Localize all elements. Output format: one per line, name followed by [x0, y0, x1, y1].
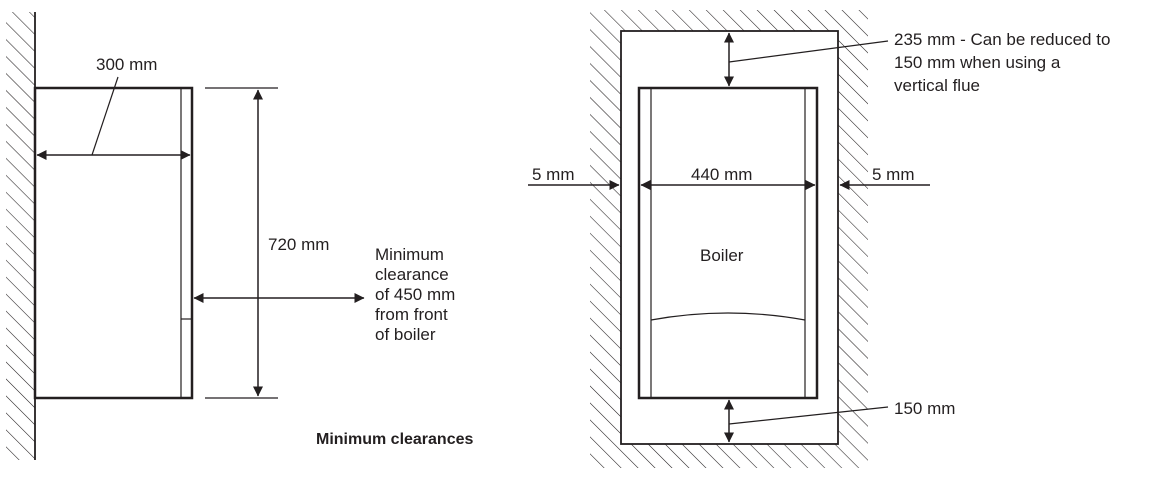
recess-outline: [620, 30, 839, 445]
diagram-caption: Minimum clearances: [316, 431, 474, 448]
top-clearance-line-3: vertical flue: [894, 76, 980, 95]
depth-leader: [91, 76, 119, 156]
height-label: 720 mm: [268, 235, 329, 254]
bottom-clearance-leader: [728, 406, 889, 425]
left-gap-label: 5 mm: [532, 165, 575, 184]
front-clearance-line-1: Minimum: [375, 245, 444, 264]
bottom-clearance-label: 150 mm: [894, 399, 955, 418]
front-clearance-line-4: from front: [375, 305, 448, 324]
front-clearance-line-3: of 450 mm: [375, 285, 455, 304]
front-view: 235 mm - Can be reduced to 150 mm when u…: [528, 10, 1110, 468]
boiler-side-outline: [33, 86, 194, 400]
wall-hatching: [6, 12, 35, 460]
width-label: 440 mm: [691, 165, 752, 184]
right-gap-label: 5 mm: [872, 165, 915, 184]
boiler-label: Boiler: [700, 246, 744, 265]
boiler-front-outline: [637, 86, 819, 400]
front-clearance-line-2: clearance: [375, 265, 449, 284]
boiler-panel-curve: [650, 312, 806, 321]
recess-hatching: [590, 10, 868, 468]
top-clearance-line-2: 150 mm when using a: [894, 53, 1061, 72]
front-clearance-line-5: of boiler: [375, 325, 436, 344]
top-clearance-line-1: 235 mm - Can be reduced to: [894, 30, 1110, 49]
side-view: 300 mm 720 mm Minimum clearance of 450 m…: [6, 12, 455, 460]
depth-label: 300 mm: [96, 55, 157, 74]
top-clearance-leader: [728, 40, 889, 63]
